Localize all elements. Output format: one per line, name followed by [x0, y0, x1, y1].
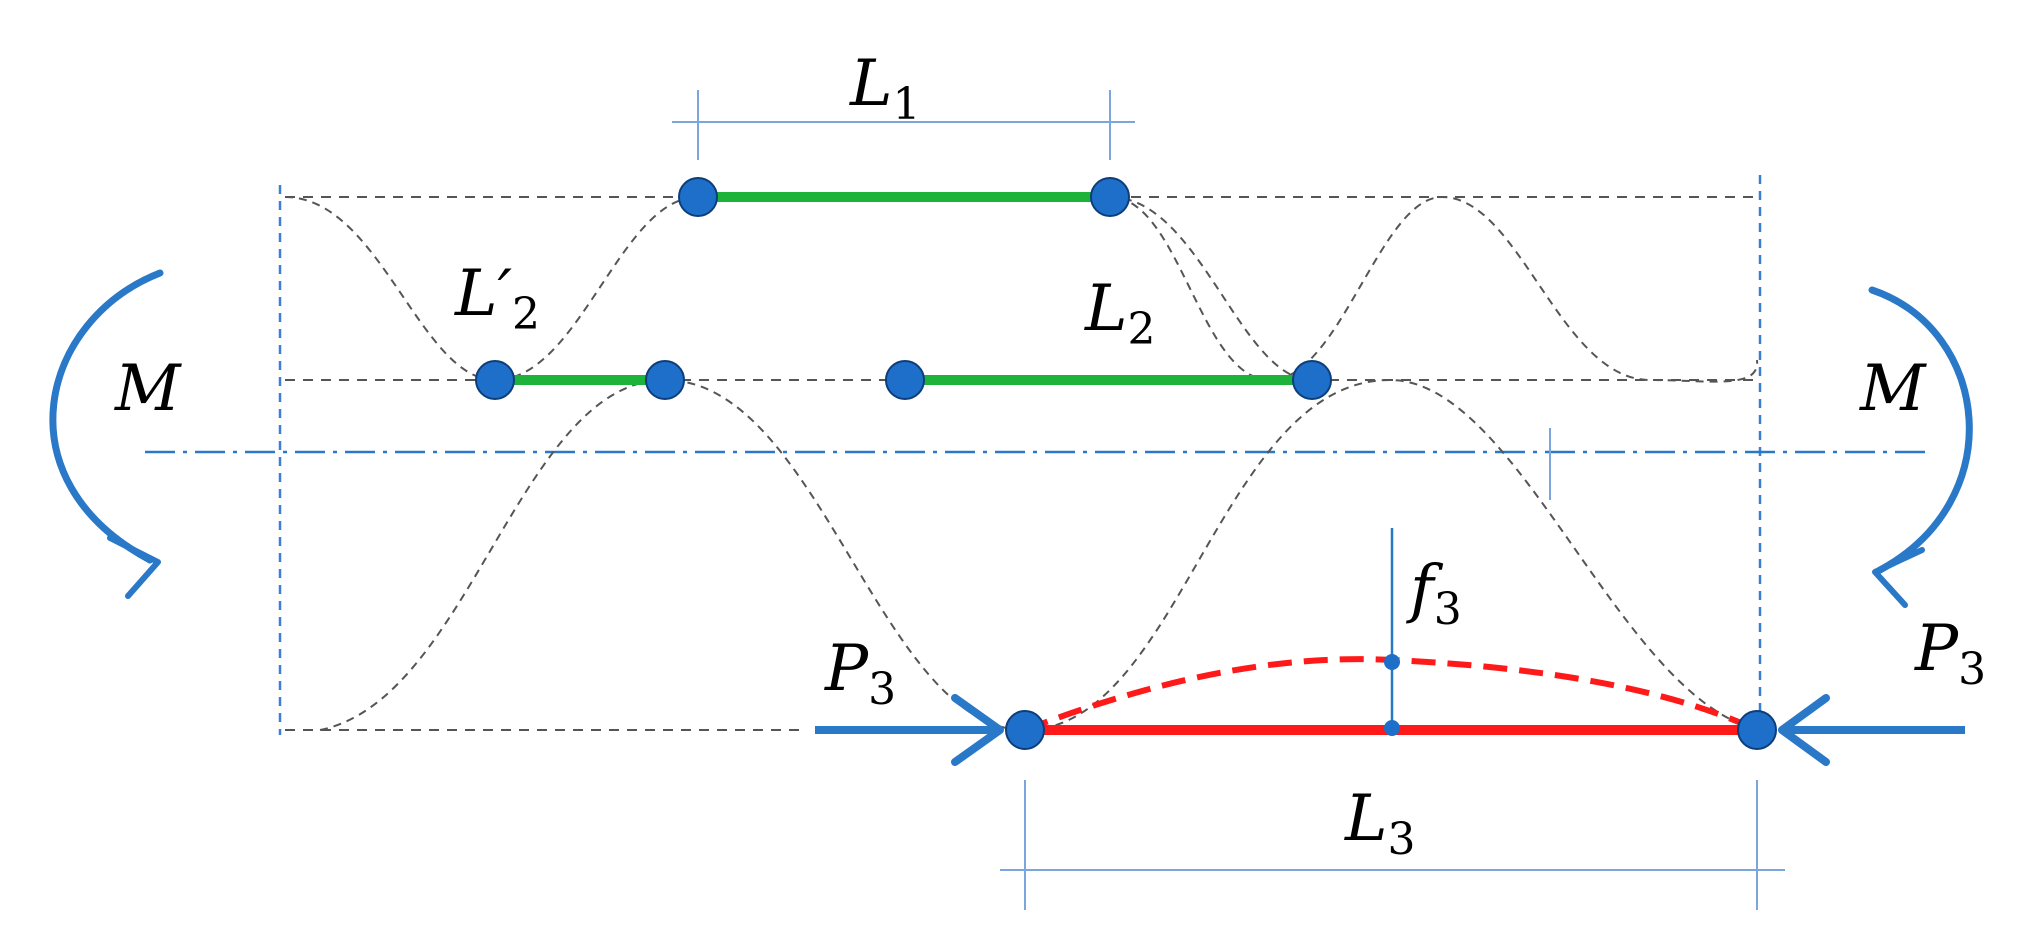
moment-right-arrow	[1868, 286, 1973, 574]
label-L3: L3	[1344, 782, 1416, 865]
P3-right-arrowhead	[1778, 694, 1830, 766]
P3-left-arrowhead	[951, 694, 1004, 766]
moment-left-arrowhead	[107, 535, 161, 599]
node-L2-left	[885, 360, 925, 400]
label-M-left: M	[114, 352, 182, 426]
node-L1-right	[1090, 177, 1130, 217]
label-P3-left: P3	[824, 632, 896, 715]
label-L2prime: L′2	[454, 257, 540, 340]
label-L2: L2	[1084, 272, 1156, 355]
label-P3-right: P3	[1914, 612, 1986, 695]
label-f3: f3	[1406, 552, 1462, 635]
node-L1-left	[678, 177, 718, 217]
node-L2prime-right	[645, 360, 685, 400]
node-L3-left	[1005, 710, 1045, 750]
node-L2-right	[1292, 360, 1332, 400]
label-L1: L1	[849, 47, 921, 130]
node-L2prime-left	[475, 360, 515, 400]
fiber-curve-middle	[1109, 196, 1313, 381]
node-L3-right	[1737, 710, 1777, 750]
moment-left-arrow	[49, 269, 164, 564]
nodes	[475, 177, 1777, 750]
label-M-right: M	[1859, 352, 1927, 426]
f3-top-point	[1384, 654, 1400, 670]
f3-bottom-point	[1384, 720, 1400, 736]
moment-right-arrowhead	[1872, 547, 1925, 608]
fiber-curve-lower	[319, 378, 1761, 732]
